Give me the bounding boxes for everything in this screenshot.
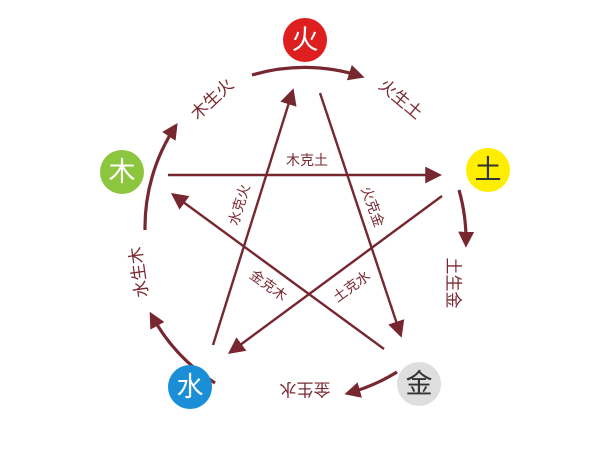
metal-wood-label: 金克木	[246, 267, 289, 305]
wood-fire-label: 木生火	[187, 75, 238, 124]
metal-label: 金	[406, 369, 433, 400]
overcoming-star	[168, 88, 443, 354]
wood-fire-arc	[143, 122, 178, 231]
fire-earth-arc	[251, 64, 365, 81]
fire-node: 火	[283, 18, 327, 62]
metal-node: 金	[397, 362, 441, 406]
water-wood-label: 水生木	[126, 245, 153, 298]
earth-water-arrow	[227, 195, 443, 354]
earth-metal-arc	[457, 189, 475, 248]
fire-metal-label: 火克金	[357, 185, 386, 230]
metal-wood-arrow	[170, 193, 385, 350]
metal-water-arc	[344, 370, 398, 398]
water-label: 水	[177, 372, 204, 403]
earth-metal-label: 土生金	[443, 258, 463, 309]
metal-water-label: 金生水	[280, 379, 331, 399]
water-node: 水	[168, 365, 212, 409]
fire-metal-arrow	[318, 92, 405, 338]
wood-earth-label: 木克土	[286, 153, 328, 169]
water-fire-arrow	[211, 88, 297, 346]
fire-label: 火	[292, 25, 319, 56]
earth-label: 土	[475, 155, 502, 186]
earth-node: 土	[466, 148, 510, 192]
fire-earth-label: 火生土	[374, 76, 426, 124]
wood-label: 木	[109, 157, 136, 188]
water-fire-label: 水克火	[226, 183, 254, 228]
wood-node: 木	[100, 150, 144, 194]
